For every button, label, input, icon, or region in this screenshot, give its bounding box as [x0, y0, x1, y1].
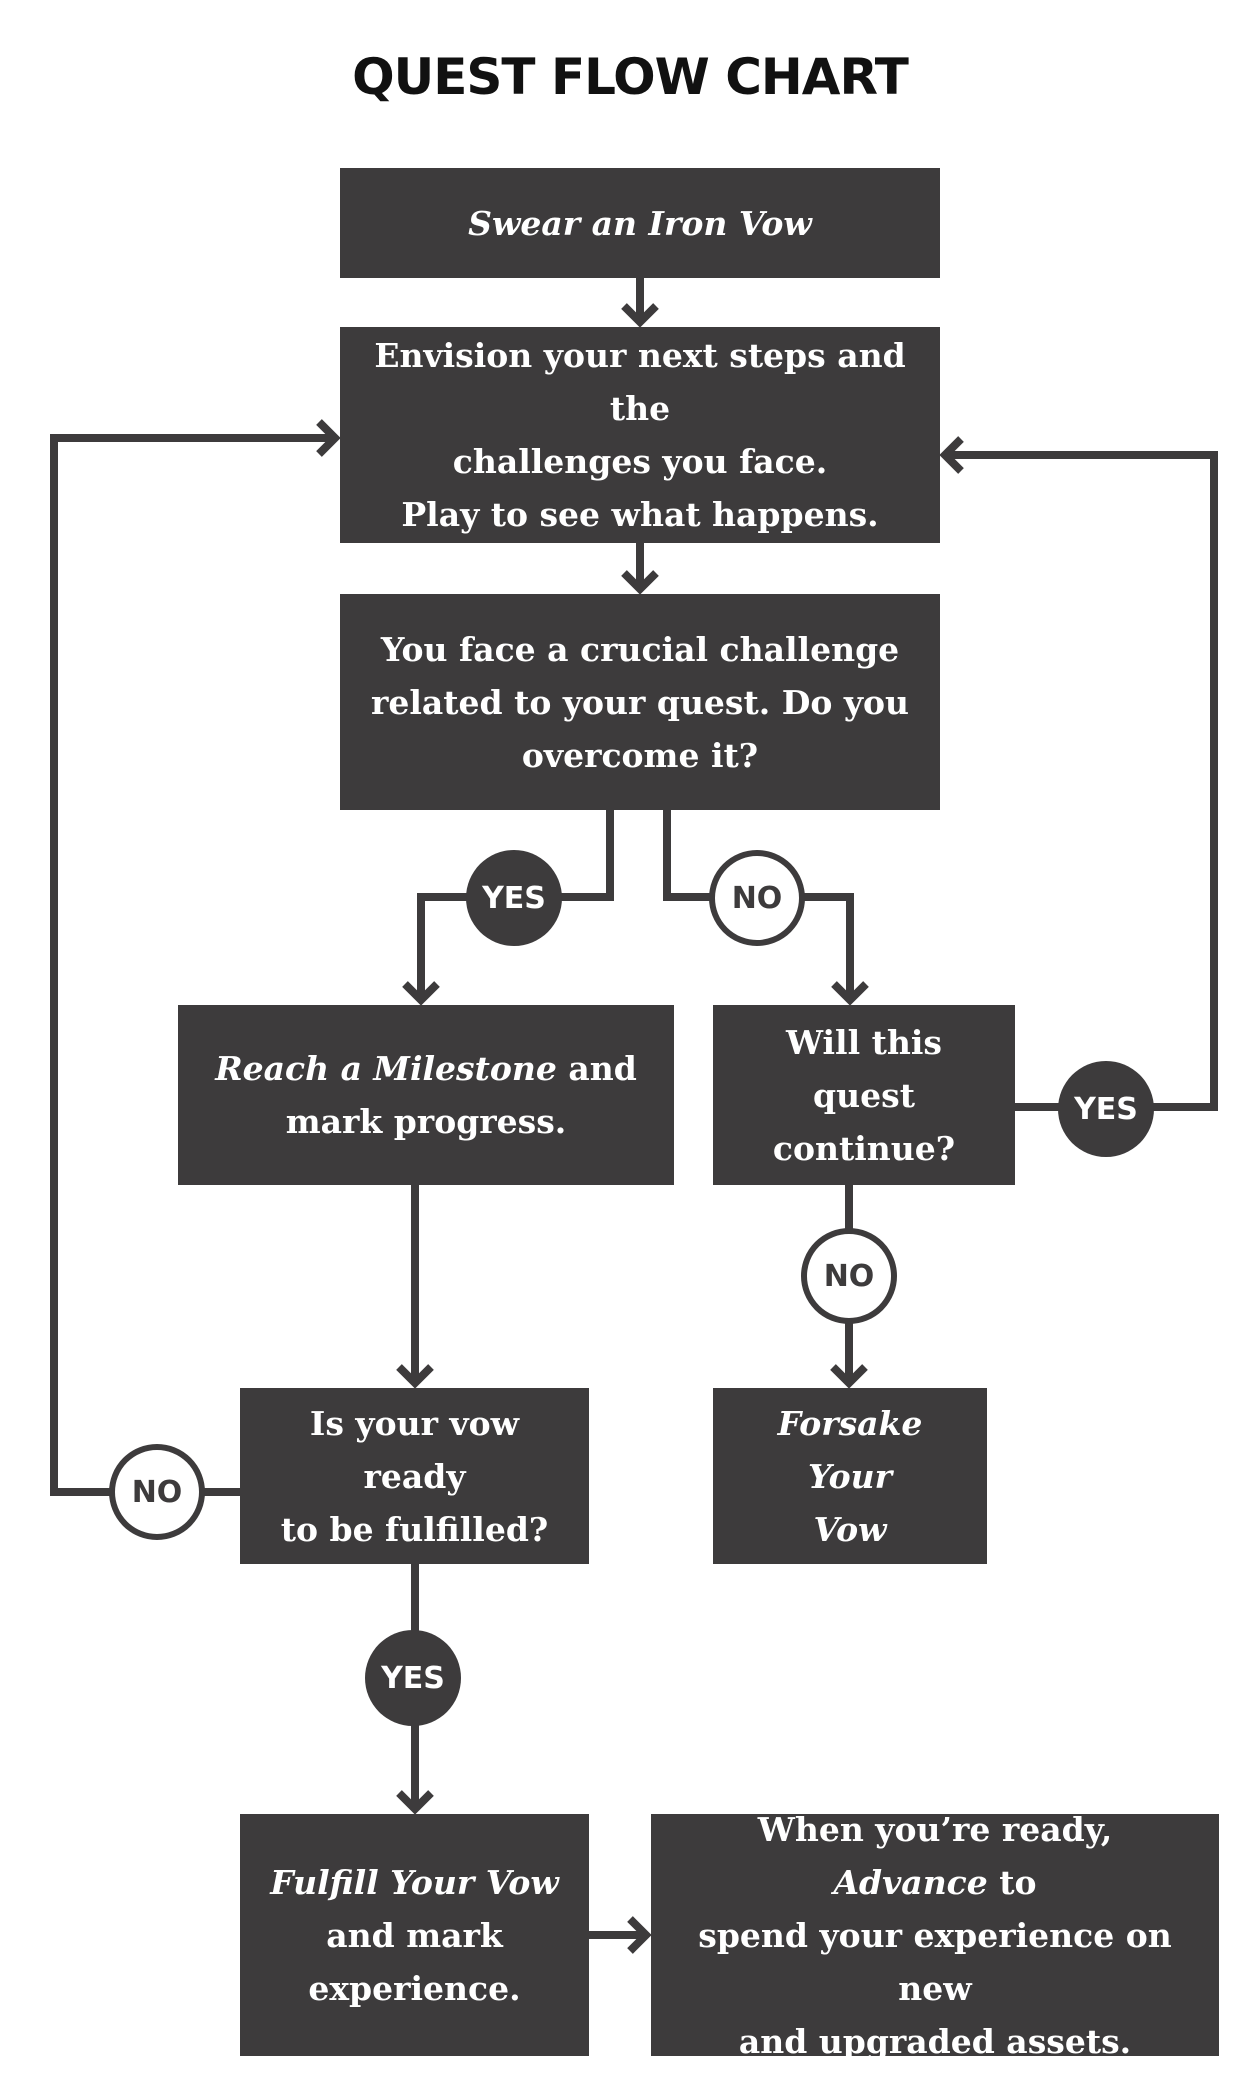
- challenge-yes-badge: YES: [466, 850, 562, 946]
- node-swear-iron-vow: Swear an Iron Vow: [340, 168, 940, 278]
- node-text: Will this quest continue?: [737, 1016, 991, 1175]
- connector-ready-no-envision: [50, 434, 335, 1496]
- continue-no-badge: NO: [801, 1228, 897, 1324]
- node-text-part: experience.: [308, 1968, 521, 2008]
- node-text-line: Will this quest: [786, 1022, 942, 1115]
- node-text-line: challenges you face.: [452, 442, 828, 481]
- arrowhead-envision-left: [316, 419, 341, 457]
- node-text-line: related to your quest. Do you: [370, 682, 910, 722]
- node-text-part: Vow: [813, 1509, 887, 1549]
- challenge-no-badge: NO: [709, 850, 805, 946]
- node-text: Reach a Milestone and mark progress.: [215, 1042, 637, 1148]
- node-text: When you’re ready, Advance to spend your …: [675, 1803, 1195, 2068]
- node-text-part: When you’re ready,: [757, 1809, 1113, 1849]
- node-text-line: Is your vow ready: [309, 1403, 520, 1496]
- node-reach-milestone: Reach a Milestone and mark progress.: [178, 1005, 674, 1185]
- arrowhead-milestone: [402, 981, 440, 1006]
- arrowhead-envision: [621, 303, 659, 328]
- node-text-part: and upgraded assets.: [738, 2021, 1132, 2061]
- node-text-line: continue?: [772, 1128, 956, 1168]
- continue-yes-badge: YES: [1058, 1061, 1154, 1157]
- chart-title: QUEST FLOW CHART: [352, 48, 909, 106]
- arrowhead-advance: [627, 1916, 652, 1954]
- arrowhead-ready: [396, 1364, 434, 1389]
- node-text-part: Fulfill Your Vow: [270, 1862, 559, 1902]
- node-text: Is your vow ready to be fulfilled?: [264, 1397, 565, 1556]
- node-text-part: Reach a Milestone: [215, 1049, 557, 1088]
- node-envision-next-steps: Envision your next steps and the challeng…: [340, 327, 940, 543]
- node-text-part: Advance: [833, 1862, 988, 1902]
- node-text-part: Forsake Your: [777, 1403, 923, 1496]
- node-text-part: and mark: [326, 1915, 503, 1955]
- arrowhead-challenge: [621, 570, 659, 595]
- node-fulfill-your-vow: Fulfill Your Vow and mark experience.: [240, 1814, 589, 2056]
- arrowhead-envision-right: [939, 436, 964, 474]
- arrowhead-fulfill: [396, 1790, 434, 1815]
- node-vow-ready: Is your vow ready to be fulfilled?: [240, 1388, 589, 1564]
- node-advance: When you’re ready, Advance to spend your …: [651, 1810, 1219, 2061]
- node-text-line: Envision your next steps and the: [374, 336, 906, 428]
- ready-yes-badge: YES: [365, 1630, 461, 1726]
- node-text-line: You face a crucial challenge: [380, 629, 900, 669]
- node-text: Envision your next steps and the challeng…: [364, 329, 916, 541]
- node-text-line: Play to see what happens.: [401, 495, 879, 534]
- node-text: Swear an Iron Vow: [468, 197, 812, 250]
- node-crucial-challenge: You face a crucial challenge related to y…: [340, 594, 940, 810]
- node-text-line: overcome it?: [521, 735, 759, 775]
- node-text: You face a crucial challenge related to y…: [371, 623, 909, 782]
- node-text-part: to: [987, 1862, 1037, 1902]
- arrowhead-continue: [831, 981, 869, 1006]
- ready-no-badge: NO: [109, 1444, 205, 1540]
- node-text-part: spend your experience on new: [698, 1915, 1172, 2008]
- node-text: Fulfill Your Vow and mark experience.: [270, 1856, 559, 2015]
- node-text-part: and: [556, 1049, 637, 1088]
- node-text-line: to be fulfilled?: [280, 1509, 549, 1549]
- arrowhead-forsake: [830, 1364, 868, 1389]
- node-will-quest-continue: Will this quest continue?: [713, 1005, 1015, 1185]
- node-text-part: Swear an Iron Vow: [468, 203, 812, 243]
- node-text-part: mark progress.: [285, 1102, 567, 1141]
